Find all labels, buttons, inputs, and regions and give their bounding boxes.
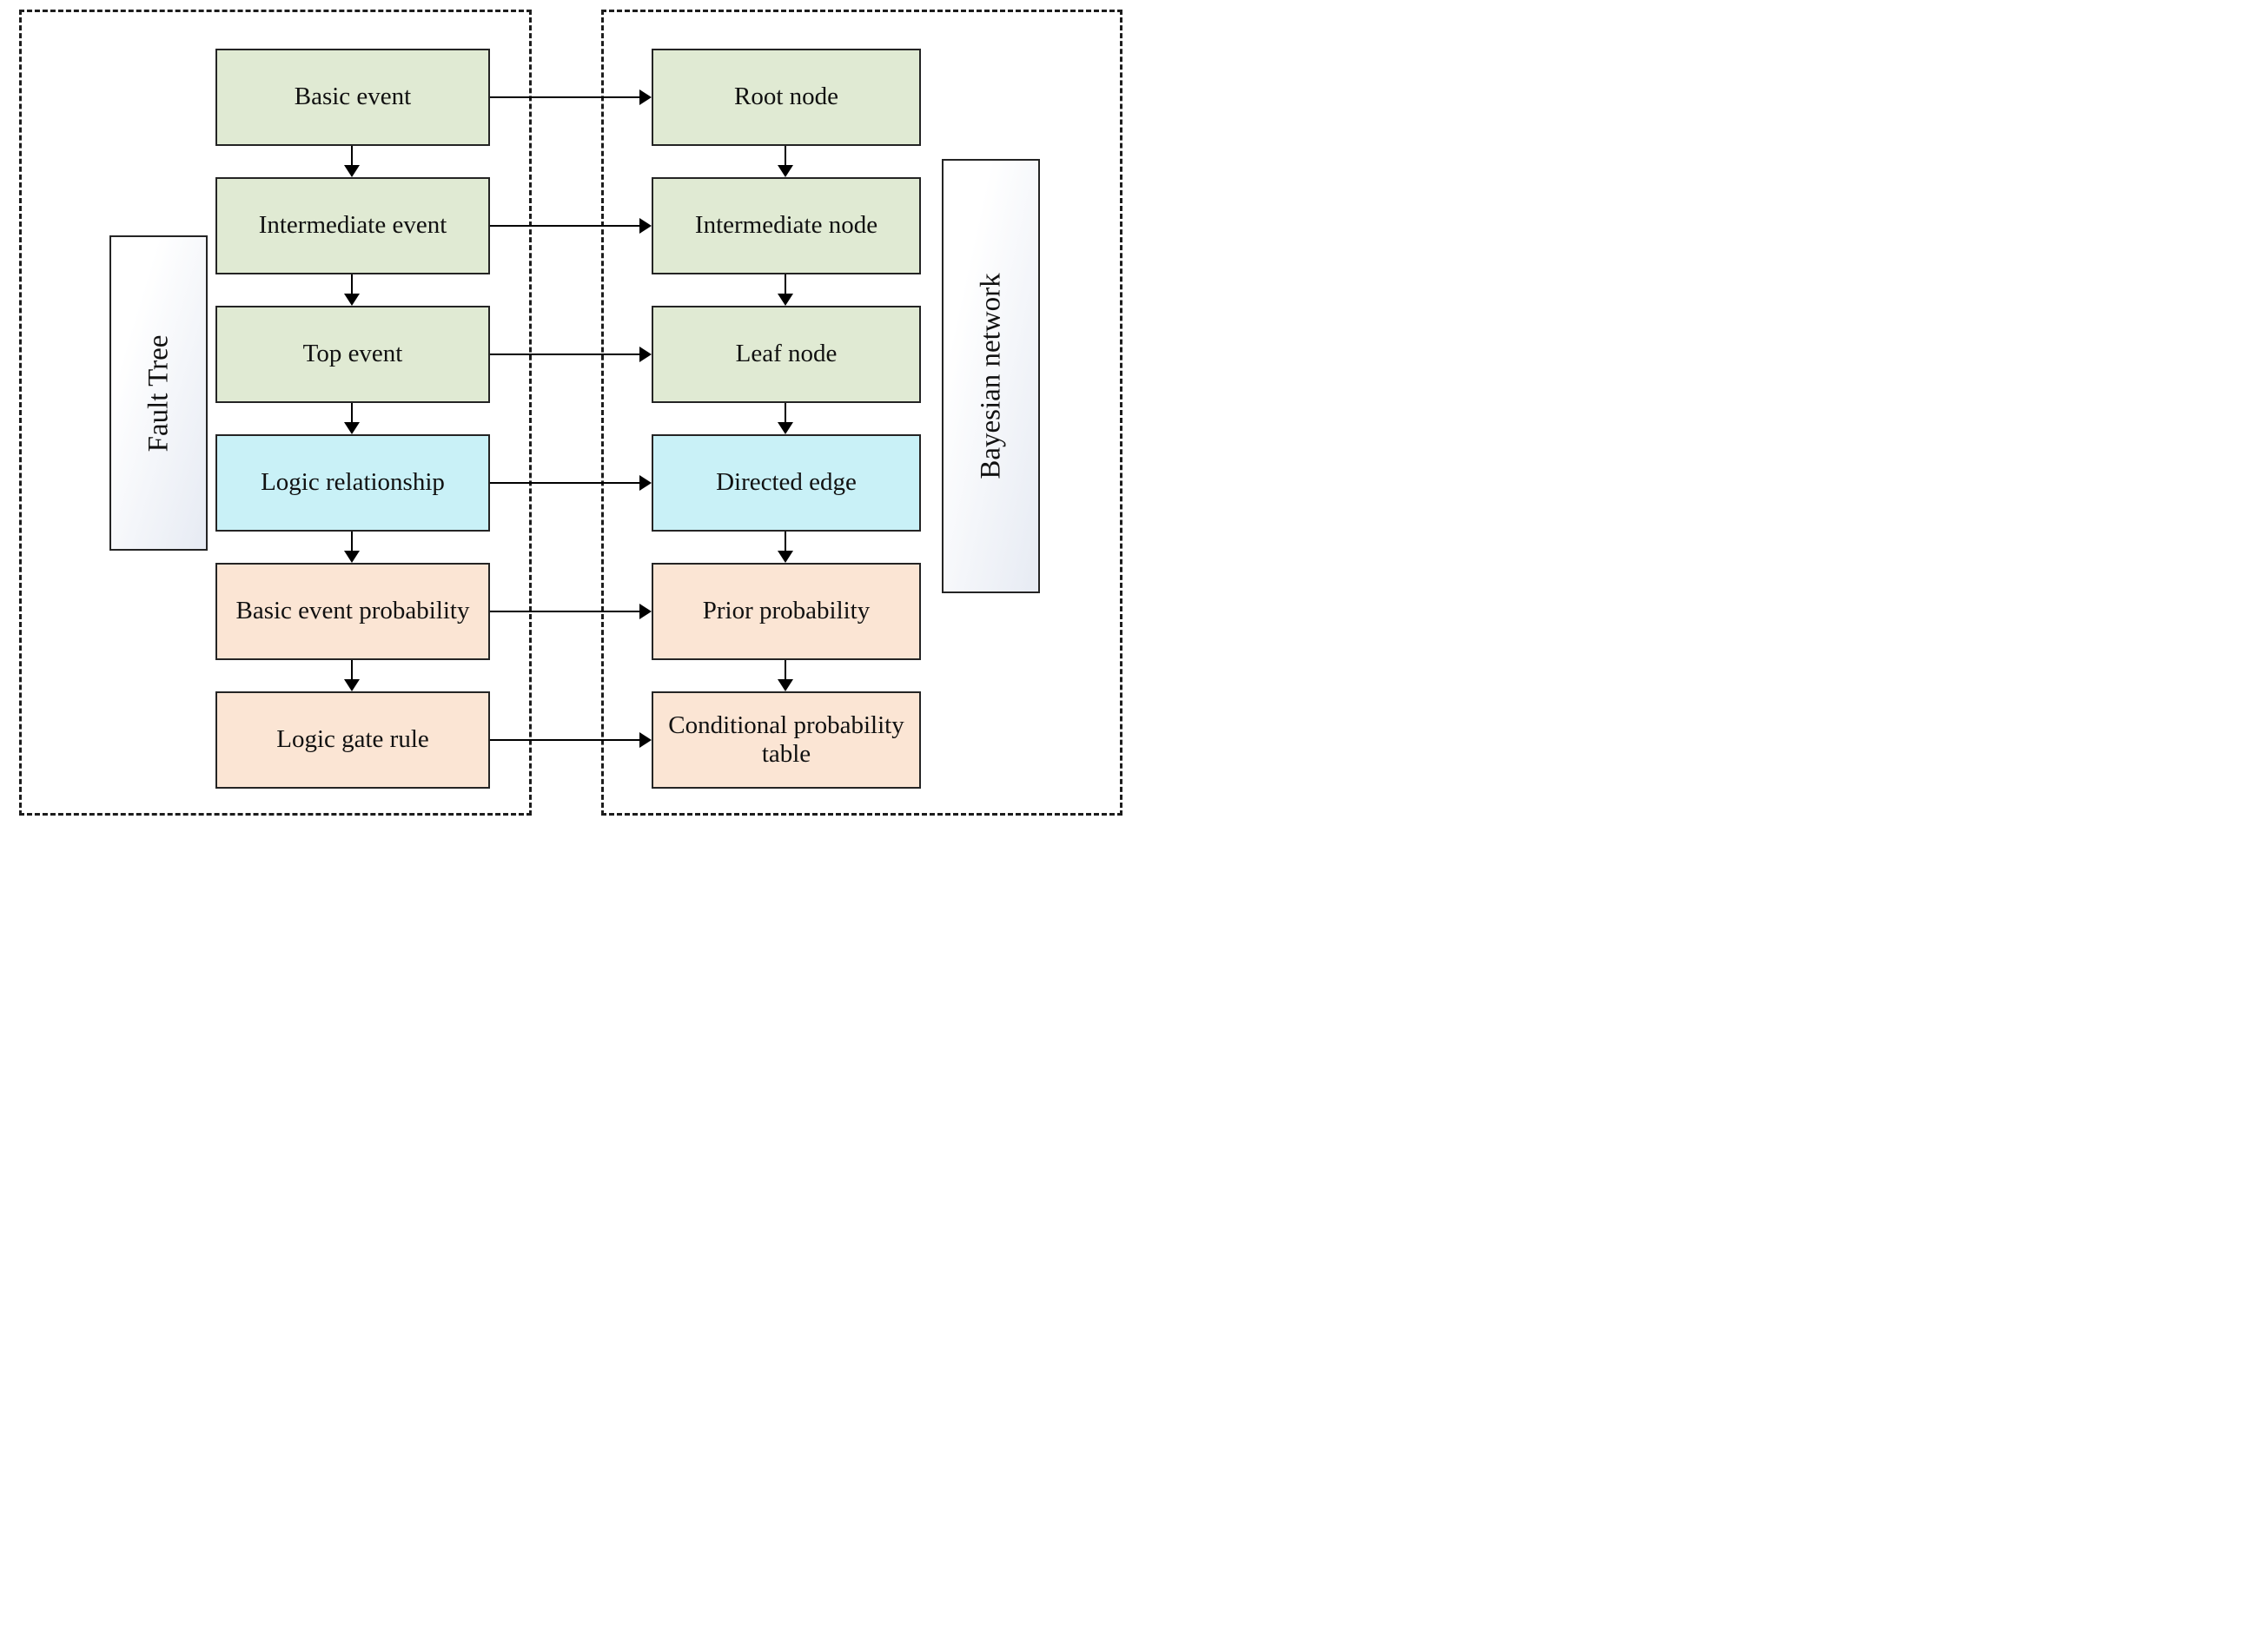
down-arrow-left-col-1 (344, 146, 360, 177)
box-intermediate-node: Intermediate node (652, 177, 921, 274)
box-conditional-probability-table: Conditional probability table (652, 691, 921, 789)
box-top-event-label: Top event (302, 340, 403, 368)
arrow-shaft (785, 403, 786, 423)
arrow-shaft (490, 225, 640, 227)
box-basic-event-label: Basic event (294, 83, 412, 111)
arrow-shaft (351, 146, 353, 166)
box-top-event: Top event (215, 306, 490, 403)
arrow-shaft (351, 532, 353, 552)
mapping-arrow-top-event-to-leaf-node (490, 347, 652, 362)
arrow-head-icon (344, 422, 360, 434)
box-root-node: Root node (652, 49, 921, 146)
arrow-head-icon (778, 679, 793, 691)
box-basic-event-probability-label: Basic event probability (235, 597, 470, 625)
arrow-shaft (785, 146, 786, 166)
down-arrow-right-col-5 (778, 660, 793, 691)
arrow-head-icon (344, 165, 360, 177)
arrow-head-icon (778, 422, 793, 434)
down-arrow-left-col-4 (344, 532, 360, 563)
arrow-head-icon (778, 551, 793, 563)
box-directed-edge: Directed edge (652, 434, 921, 532)
box-conditional-probability-table-label: Conditional probability table (668, 710, 904, 768)
fault-tree-side-label: Fault Tree (109, 235, 208, 551)
fault-tree-group-border (19, 10, 532, 816)
arrow-shaft (490, 482, 640, 484)
mapping-arrow-basic-event-probability-to-prior-probability (490, 604, 652, 619)
box-basic-event: Basic event (215, 49, 490, 146)
arrow-shaft (490, 96, 640, 98)
box-leaf-node: Leaf node (652, 306, 921, 403)
down-arrow-right-col-2 (778, 274, 793, 306)
down-arrow-left-col-3 (344, 403, 360, 434)
arrow-head-icon (344, 551, 360, 563)
arrow-shaft (490, 739, 640, 741)
mapping-arrow-intermediate-event-to-intermediate-node (490, 218, 652, 234)
down-arrow-right-col-3 (778, 403, 793, 434)
box-logic-gate-rule: Logic gate rule (215, 691, 490, 789)
mapping-arrow-basic-event-to-root-node (490, 89, 652, 105)
bayesian-network-side-label: Bayesian network (942, 159, 1040, 593)
arrow-head-icon (639, 89, 652, 105)
arrow-head-icon (639, 604, 652, 619)
down-arrow-left-col-5 (344, 660, 360, 691)
arrow-shaft (490, 354, 640, 355)
arrow-shaft (351, 660, 353, 680)
bayesian-network-group-border (601, 10, 1122, 816)
bayesian-network-side-label-text: Bayesian network (975, 273, 1006, 479)
box-intermediate-node-label: Intermediate node (694, 211, 878, 240)
box-logic-relationship: Logic relationship (215, 434, 490, 532)
box-directed-edge-label: Directed edge (716, 468, 857, 497)
box-intermediate-event: Intermediate event (215, 177, 490, 274)
fault-tree-to-bayesian-mapping-diagram: Fault Tree Bayesian network Basic event … (0, 0, 1129, 826)
arrow-head-icon (344, 294, 360, 306)
arrow-shaft (785, 660, 786, 680)
box-prior-probability-label: Prior probability (702, 597, 871, 625)
mapping-arrow-logic-gate-rule-to-conditional-probability-table (490, 732, 652, 748)
down-arrow-left-col-2 (344, 274, 360, 306)
arrow-head-icon (639, 218, 652, 234)
arrow-shaft (785, 274, 786, 294)
arrow-shaft (785, 532, 786, 552)
box-prior-probability: Prior probability (652, 563, 921, 660)
box-basic-event-probability: Basic event probability (215, 563, 490, 660)
arrow-head-icon (344, 679, 360, 691)
arrow-shaft (351, 274, 353, 294)
mapping-arrow-logic-relationship-to-directed-edge (490, 475, 652, 491)
down-arrow-right-col-4 (778, 532, 793, 563)
box-logic-gate-rule-label: Logic gate rule (276, 725, 429, 754)
arrow-head-icon (778, 165, 793, 177)
arrow-head-icon (639, 347, 652, 362)
arrow-head-icon (639, 732, 652, 748)
arrow-shaft (490, 611, 640, 612)
box-leaf-node-label: Leaf node (735, 340, 838, 368)
arrow-shaft (351, 403, 353, 423)
box-logic-relationship-label: Logic relationship (261, 468, 445, 497)
box-intermediate-event-label: Intermediate event (258, 211, 447, 240)
down-arrow-right-col-1 (778, 146, 793, 177)
box-root-node-label: Root node (733, 83, 839, 111)
arrow-head-icon (778, 294, 793, 306)
fault-tree-side-label-text: Fault Tree (142, 334, 174, 452)
arrow-head-icon (639, 475, 652, 491)
